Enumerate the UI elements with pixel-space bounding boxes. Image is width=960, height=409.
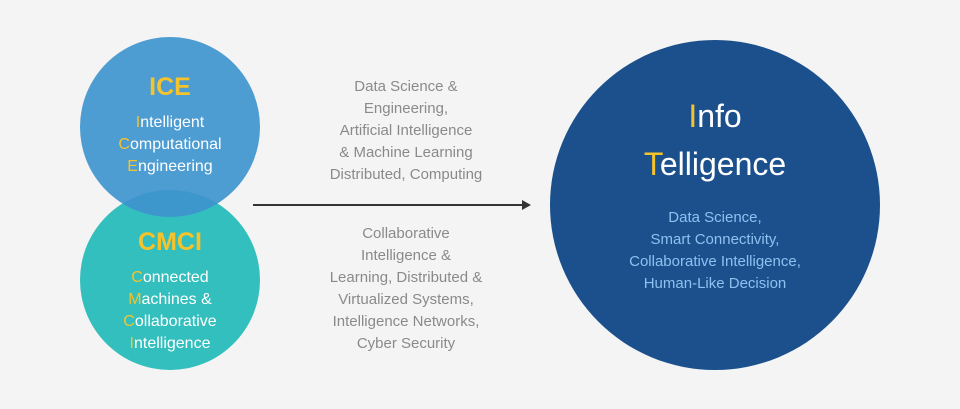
cmci-label: CMCI Connected Machines & Collaborative … bbox=[80, 228, 260, 355]
initial: I bbox=[688, 98, 698, 134]
initial: M bbox=[128, 291, 142, 308]
ice-circle bbox=[80, 37, 260, 217]
area-line: Collaborative Intelligence, bbox=[629, 253, 801, 270]
topic-line: Collaborative bbox=[362, 225, 450, 242]
topic-line: Intelligence Networks, bbox=[332, 313, 480, 330]
cmci-circle bbox=[80, 190, 260, 370]
topic-line: & Machine Learning bbox=[339, 144, 473, 161]
rest: omputational bbox=[129, 136, 222, 153]
topic-line: Engineering, bbox=[363, 100, 449, 117]
rest: ntelligent bbox=[140, 114, 205, 131]
rest: ollaborative bbox=[134, 313, 217, 330]
area-line: Human-Like Decision bbox=[643, 275, 787, 292]
topic-line: Intelligence & bbox=[360, 247, 452, 264]
topic-line: Distributed, Computing bbox=[329, 166, 483, 183]
infotelligence-areas: Data Science, Smart Connectivity, Collab… bbox=[550, 207, 880, 295]
rest: elligence bbox=[659, 146, 787, 182]
cmci-line: Intelligence bbox=[80, 333, 260, 355]
initial: E bbox=[127, 158, 138, 175]
ice-topics: Data Science & Engineering, Artificial I… bbox=[306, 76, 506, 186]
topic-line: Cyber Security bbox=[356, 335, 456, 352]
topic-line: Data Science & bbox=[354, 78, 458, 95]
cmci-title: CMCI bbox=[138, 228, 202, 256]
area-line: Data Science, bbox=[668, 209, 762, 226]
ice-line: Computational bbox=[80, 134, 260, 156]
initial: C bbox=[123, 313, 135, 330]
rest: nfo bbox=[697, 98, 742, 134]
rest: achines & bbox=[141, 291, 212, 308]
rest: ngineering bbox=[137, 158, 213, 175]
infotelligence-circle bbox=[550, 40, 880, 370]
cmci-line: Connected bbox=[80, 267, 260, 289]
arrow-head-icon bbox=[522, 200, 531, 210]
ice-line: Engineering bbox=[80, 156, 260, 178]
rest: onnected bbox=[142, 269, 209, 286]
topic-line: Virtualized Systems, bbox=[338, 291, 474, 308]
topic-line: Artificial Intelligence bbox=[339, 122, 473, 139]
topic-line: Learning, Distributed & bbox=[329, 269, 483, 286]
initial: C bbox=[131, 269, 143, 286]
rest: ntelligence bbox=[133, 335, 211, 352]
initial: I bbox=[135, 114, 141, 131]
initial: T bbox=[643, 146, 660, 182]
cmci-topics: Collaborative Intelligence & Learning, D… bbox=[306, 223, 506, 355]
initial: I bbox=[129, 335, 134, 352]
initial: C bbox=[118, 136, 130, 153]
area-line: Smart Connectivity, bbox=[650, 231, 780, 248]
infotelligence-title: Info Telligence bbox=[550, 92, 880, 188]
cmci-line: Machines & bbox=[80, 289, 260, 311]
arrow-line bbox=[253, 204, 525, 206]
cmci-line: Collaborative bbox=[80, 311, 260, 333]
ice-title: ICE bbox=[149, 73, 191, 101]
ice-line: Intelligent bbox=[80, 112, 260, 134]
ice-label: ICE Intelligent Computational Engineerin… bbox=[80, 73, 260, 178]
